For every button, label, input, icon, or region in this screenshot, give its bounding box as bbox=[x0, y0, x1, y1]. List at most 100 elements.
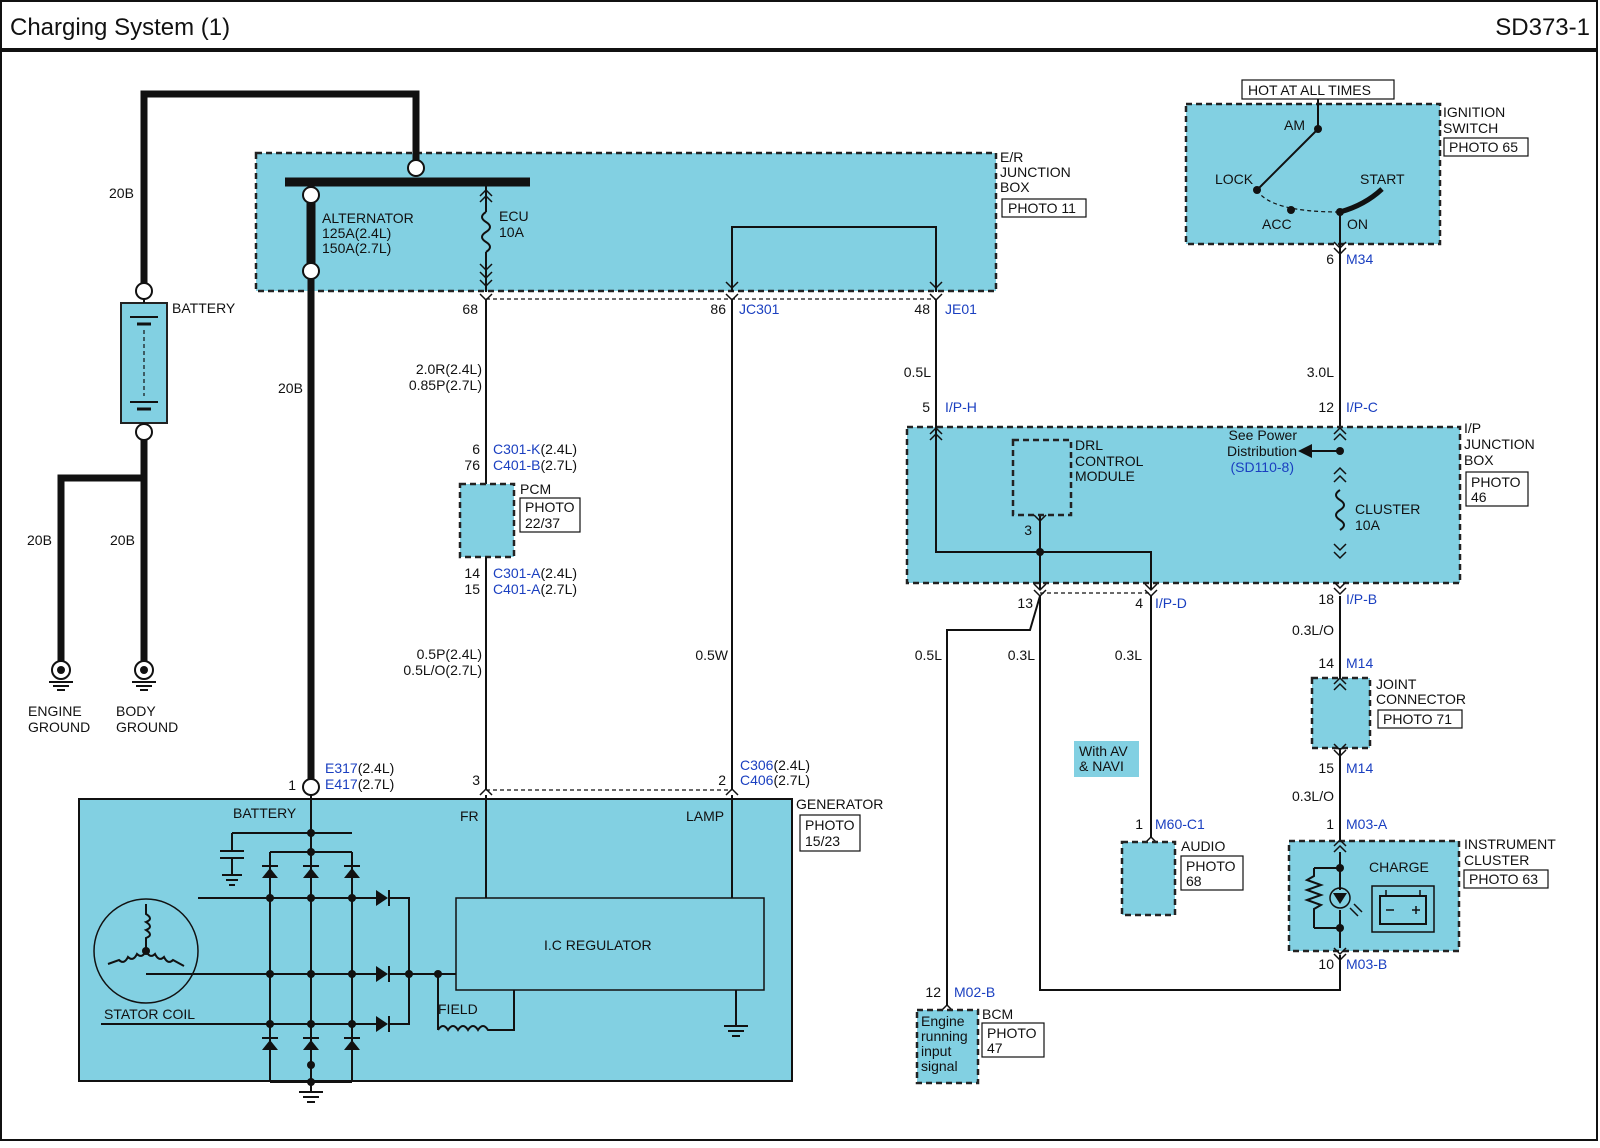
stator-coil-icon bbox=[93, 898, 199, 1004]
ic-regulator bbox=[455, 897, 765, 991]
conn-je01: JE01 bbox=[945, 301, 977, 317]
battery-label: BATTERY bbox=[172, 300, 236, 316]
cluster-fuse-icon bbox=[1335, 489, 1345, 531]
rectifier-nodes bbox=[266, 829, 442, 1086]
bcm-photo-2: 47 bbox=[987, 1040, 1003, 1056]
pcm-photo-1: PHOTO bbox=[525, 499, 575, 515]
wire-20b-right: 20B bbox=[110, 532, 135, 548]
conn-c406-spec: (2.7L) bbox=[773, 772, 810, 788]
conn-c301k: C301-K(2.4L) bbox=[493, 441, 577, 457]
inner-splice-wire bbox=[731, 226, 937, 292]
er-jb-label-2: JUNCTION bbox=[1000, 164, 1071, 180]
wire-0-3l-b: 0.3L bbox=[1115, 647, 1142, 663]
engine-ground-label-1: ENGINE bbox=[28, 703, 82, 719]
wire-20b-top: 20B bbox=[109, 185, 134, 201]
conn-c301k-id: C301-K bbox=[493, 441, 541, 457]
pin-14: 14 bbox=[464, 565, 480, 581]
conn-ipd: I/P-D bbox=[1155, 595, 1187, 611]
conn-m14-a: M14 bbox=[1346, 655, 1373, 671]
inst-photo: PHOTO 63 bbox=[1469, 871, 1538, 887]
charge-led-icon bbox=[1333, 893, 1347, 904]
charge-label: CHARGE bbox=[1369, 859, 1429, 875]
m34-marks bbox=[1333, 241, 1347, 256]
ip-power-node bbox=[1336, 447, 1344, 455]
generator-ground-icon bbox=[299, 1082, 323, 1103]
audio-photo-2: 68 bbox=[1186, 873, 1202, 889]
conn-ipc: I/P-C bbox=[1346, 399, 1378, 415]
pin-12b: 12 bbox=[925, 984, 941, 1000]
ecu-fuse-label-2: 10A bbox=[499, 224, 525, 240]
ip-splice-node bbox=[1036, 548, 1044, 556]
cluster-pin-marks bbox=[1333, 838, 1347, 962]
cluster-fuse-bottom-marks bbox=[1333, 543, 1347, 596]
wire-0-5w: 0.5W bbox=[695, 647, 728, 663]
joint-label-1: JOINT bbox=[1376, 676, 1417, 692]
inst-label-2: CLUSTER bbox=[1464, 852, 1529, 868]
drl-pin-mark bbox=[1033, 514, 1047, 523]
hot-at-all-times: HOT AT ALL TIMES bbox=[1248, 82, 1371, 98]
drl-label-3: MODULE bbox=[1075, 468, 1135, 484]
pin-4: 4 bbox=[1135, 595, 1143, 611]
alt-fuse-terminal-bottom bbox=[302, 262, 320, 280]
with-av-navi-tag bbox=[1074, 741, 1139, 777]
generator-label: GENERATOR bbox=[796, 796, 883, 812]
conn-c401a-spec: (2.7L) bbox=[540, 581, 577, 597]
body-ground-label-1: BODY bbox=[116, 703, 156, 719]
pcm-label: PCM bbox=[520, 481, 551, 497]
pin-68: 68 bbox=[462, 301, 478, 317]
ign-acc: ACC bbox=[1262, 216, 1292, 232]
pin-1b: 1 bbox=[1326, 816, 1334, 832]
ip-jb-photo-2: 46 bbox=[1471, 489, 1487, 505]
stator-coil-label: STATOR COIL bbox=[104, 1006, 195, 1022]
ign-photo-box bbox=[1443, 137, 1529, 157]
conn-c301a: C301-A(2.4L) bbox=[493, 565, 577, 581]
ign-label-1: IGNITION bbox=[1443, 104, 1505, 120]
pin-1: 1 bbox=[288, 777, 296, 793]
field-label: FIELD bbox=[438, 1001, 478, 1017]
pin-2: 2 bbox=[718, 772, 726, 788]
engine-ground-label-2: GROUND bbox=[28, 719, 90, 735]
ecu-fuse-arrows bbox=[479, 263, 493, 288]
ign-pin-6: 6 bbox=[1326, 251, 1334, 267]
conn-e417: E417(2.7L) bbox=[325, 776, 394, 792]
ecu-fuse-label-1: ECU bbox=[499, 208, 529, 224]
battery-symbol bbox=[120, 302, 168, 424]
rectifier-frame bbox=[269, 851, 353, 1083]
battery-feed-wire bbox=[140, 90, 420, 287]
conn-e317-id: E317 bbox=[325, 760, 358, 776]
conn-c301k-spec: (2.4L) bbox=[540, 441, 577, 457]
wire-20b-left: 20B bbox=[27, 532, 52, 548]
bcm-photo-1: PHOTO bbox=[987, 1025, 1037, 1041]
ign-on: ON bbox=[1347, 216, 1368, 232]
bcm-signal-1: Engine bbox=[921, 1013, 965, 1029]
bcm-label: BCM bbox=[982, 1006, 1013, 1022]
ign-photo: PHOTO 65 bbox=[1449, 139, 1518, 155]
cluster-node-bottom bbox=[1336, 924, 1344, 932]
wire-3-0l: 3.0L bbox=[1307, 364, 1334, 380]
wire-0-5lo: 0.5L/O(2.7L) bbox=[403, 662, 482, 678]
ic-regulator-label: I.C REGULATOR bbox=[544, 937, 652, 953]
wire-0-5l: 0.5L bbox=[915, 647, 942, 663]
bcm-signal-2: running bbox=[921, 1028, 968, 1044]
joint-photo-box bbox=[1377, 709, 1463, 729]
cluster-node-top bbox=[1336, 864, 1344, 872]
stator-windings bbox=[107, 904, 185, 967]
drl-label-2: CONTROL bbox=[1075, 453, 1144, 469]
charge-warning-lamp-icon bbox=[1329, 887, 1351, 909]
pcm-photo-2: 22/37 bbox=[525, 515, 560, 531]
inst-photo-box bbox=[1463, 869, 1549, 889]
battery-pos-terminal bbox=[135, 282, 153, 300]
joint-connector-box bbox=[1310, 676, 1372, 750]
conn-c401b-spec: (2.7L) bbox=[540, 457, 577, 473]
conn-c406-id: C406 bbox=[740, 772, 774, 788]
conn-m14-b: M14 bbox=[1346, 760, 1373, 776]
ign-label-2: SWITCH bbox=[1443, 120, 1498, 136]
ip-jb-label-3: BOX bbox=[1464, 452, 1494, 468]
pcm-box bbox=[458, 482, 516, 559]
gen-b-bus bbox=[231, 795, 352, 1082]
conn-m02b: M02-B bbox=[954, 984, 995, 1000]
capacitor-ground-icon bbox=[222, 858, 242, 886]
ecu-fuse-arrows-top bbox=[479, 189, 493, 203]
conn-e417-spec: (2.7L) bbox=[358, 776, 395, 792]
